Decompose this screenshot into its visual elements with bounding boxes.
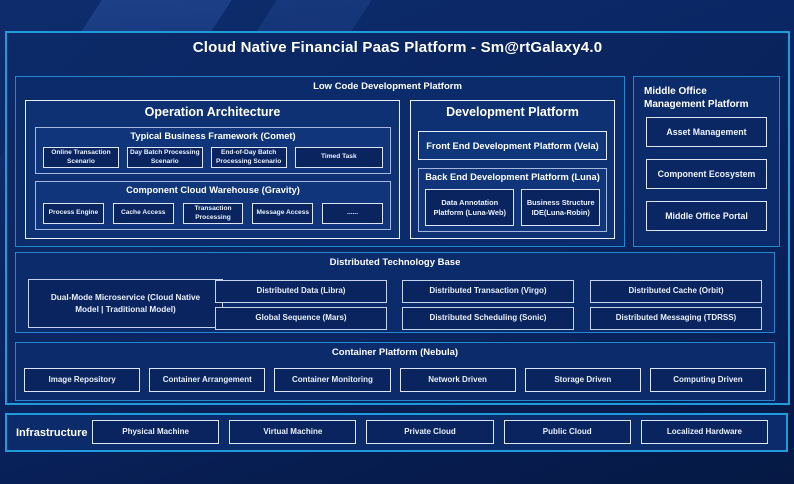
- box-title: Typical Business Framework (Comet): [130, 131, 296, 141]
- node-process-engine: Process Engine: [43, 203, 104, 224]
- node-localized-hardware: Localized Hardware: [640, 420, 769, 444]
- diagram-title: Cloud Native Financial PaaS Platform - S…: [192, 39, 603, 56]
- box-operation-architecture: Operation Architecture Typical Business …: [25, 100, 400, 239]
- node-network-driven: Network Driven: [399, 368, 516, 392]
- box-title: Operation Architecture: [144, 105, 281, 119]
- section-label: Infrastructure: [16, 426, 88, 439]
- container-platform-items-row: Image Repository Container Arrangement C…: [24, 368, 767, 392]
- infrastructure-items-row: Physical Machine Virtual Machine Private…: [92, 420, 769, 444]
- gravity-items-row: Process Engine Cache Access Transaction …: [43, 203, 383, 224]
- node-distributed-cache-orbit: Distributed Cache (Orbit): [590, 280, 762, 303]
- node-distributed-scheduling-sonic: Distributed Scheduling (Sonic): [402, 307, 574, 330]
- node-virtual-machine: Virtual Machine: [229, 420, 357, 444]
- node-middle-office-portal: Middle Office Portal: [646, 201, 767, 231]
- section-middle-office-management-platform: Middle Office Management Platform Asset …: [633, 76, 780, 247]
- node-global-sequence-mars: Global Sequence (Mars): [215, 307, 387, 330]
- section-infrastructure: Infrastructure Physical Machine Virtual …: [5, 413, 788, 452]
- node-component-ecosystem: Component Ecosystem: [646, 159, 767, 189]
- node-distributed-data-libra: Distributed Data (Libra): [215, 280, 387, 303]
- node-transaction-processing: Transaction Processing: [182, 203, 244, 224]
- node-storage-driven: Storage Driven: [524, 368, 641, 392]
- node-day-batch-processing-scenario: Day Batch Processing Scenario: [126, 147, 203, 168]
- node-ellipsis: ......: [322, 203, 383, 224]
- node-dual-mode-microservice: Dual-Mode Microservice (Cloud Native Mod…: [28, 279, 223, 328]
- section-low-code-development-platform: Low Code Development Platform Operation …: [15, 76, 625, 247]
- node-physical-machine: Physical Machine: [92, 420, 220, 444]
- node-container-monitoring: Container Monitoring: [274, 368, 391, 392]
- node-container-arrangement: Container Arrangement: [149, 368, 266, 392]
- box-component-cloud-warehouse-gravity: Component Cloud Warehouse (Gravity) Proc…: [35, 181, 391, 230]
- box-development-platform: Development Platform Front End Developme…: [410, 100, 615, 239]
- node-front-end-development-platform-vela: Front End Development Platform (Vela): [418, 131, 607, 160]
- section-label: Distributed Technology Base: [329, 257, 461, 268]
- node-distributed-messaging-tdrss: Distributed Messaging (TDRSS): [590, 307, 762, 330]
- node-private-cloud: Private Cloud: [366, 420, 494, 444]
- node-image-repository: Image Repository: [24, 368, 141, 392]
- node-data-annotation-platform-luna-web: Data Annotation Platform (Luna-Web): [425, 189, 515, 226]
- node-end-of-day-batch-processing-scenario: End-of-Day Batch Processing Scenario: [210, 147, 287, 168]
- section-label: Middle Office Management Platform: [644, 86, 749, 111]
- section-label: Low Code Development Platform: [313, 81, 462, 92]
- node-public-cloud: Public Cloud: [503, 420, 631, 444]
- node-business-structure-ide-luna-robin: Business Structure IDE(Luna-Robin): [521, 189, 600, 226]
- box-typical-business-framework-comet: Typical Business Framework (Comet) Onlin…: [35, 127, 391, 174]
- node-online-transaction-scenario: Online Transaction Scenario: [43, 147, 119, 168]
- section-container-platform-nebula: Container Platform (Nebula) Image Reposi…: [15, 342, 775, 401]
- backend-items-row: Data Annotation Platform (Luna-Web) Busi…: [425, 189, 600, 226]
- node-message-access: Message Access: [252, 203, 314, 224]
- main-frame: Cloud Native Financial PaaS Platform - S…: [5, 31, 790, 405]
- node-distributed-transaction-virgo: Distributed Transaction (Virgo): [402, 280, 574, 303]
- box-title: Development Platform: [446, 105, 579, 119]
- node-computing-driven: Computing Driven: [649, 368, 767, 392]
- section-label: Container Platform (Nebula): [331, 347, 459, 358]
- comet-items-row: Online Transaction Scenario Day Batch Pr…: [43, 147, 384, 168]
- box-title: Back End Development Platform (Luna): [425, 172, 600, 182]
- section-distributed-technology-base: Distributed Technology Base Dual-Mode Mi…: [15, 252, 775, 333]
- node-asset-management: Asset Management: [646, 117, 767, 147]
- box-back-end-development-platform-luna: Back End Development Platform (Luna) Dat…: [418, 168, 607, 232]
- node-cache-access: Cache Access: [112, 203, 174, 224]
- box-title: Component Cloud Warehouse (Gravity): [126, 185, 300, 195]
- node-timed-task: Timed Task: [294, 147, 384, 168]
